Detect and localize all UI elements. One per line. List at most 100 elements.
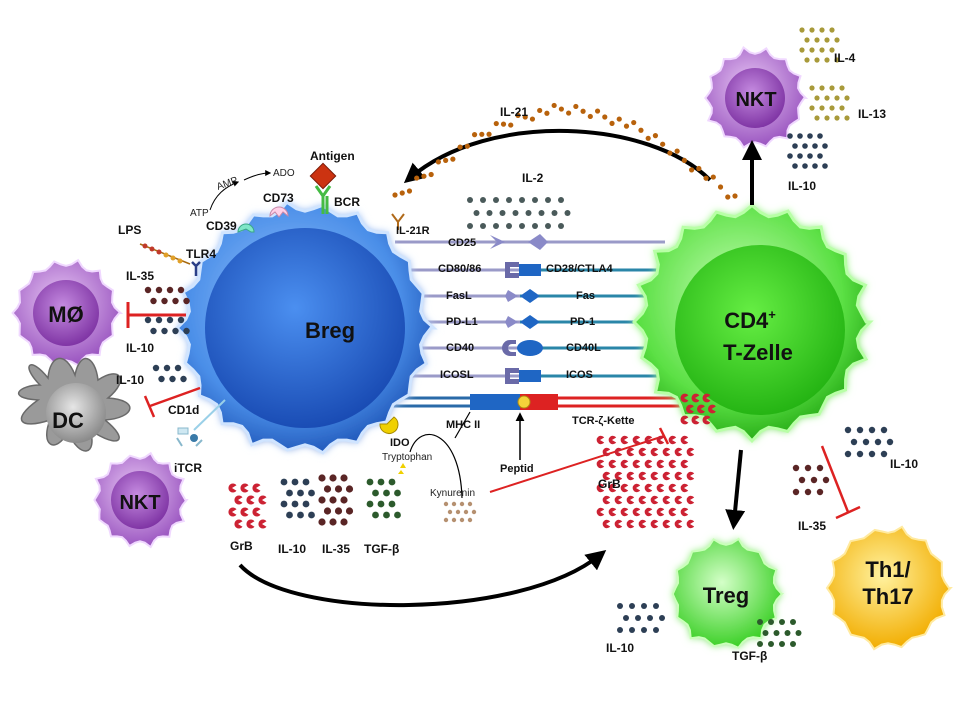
il35-breg-dot-13 bbox=[329, 518, 337, 526]
il10-breg-dot-0 bbox=[280, 478, 288, 486]
il10-th-dot-3 bbox=[880, 426, 888, 434]
il10-th-dot-6 bbox=[874, 438, 882, 446]
il10-nkt-dot-4 bbox=[792, 143, 798, 149]
ado-label: ADO bbox=[273, 168, 295, 179]
il21-return-arrow bbox=[403, 128, 712, 184]
itcr-label: iTCR bbox=[174, 461, 202, 475]
il10-mac-dot-1 bbox=[155, 316, 163, 324]
il2-dot-3 bbox=[506, 197, 512, 203]
grb-breg-dot-4 bbox=[246, 495, 255, 505]
il10-dc-dot-5 bbox=[180, 375, 187, 383]
il10-th-dot-9 bbox=[856, 450, 864, 458]
il21-dot-42 bbox=[696, 165, 702, 172]
grb-t-dot-7 bbox=[680, 435, 689, 445]
grb-t-dot-29 bbox=[662, 471, 671, 481]
grb-t-dot-35 bbox=[632, 483, 641, 493]
il4-dot-15 bbox=[834, 57, 840, 63]
tgfb-treg-dot-6 bbox=[784, 630, 791, 636]
il10-nkt-dot-10 bbox=[807, 153, 813, 159]
il2-dot-1 bbox=[480, 197, 486, 203]
breg-nucleus bbox=[205, 228, 405, 428]
il10-breg-dot-8 bbox=[302, 500, 310, 508]
il4-dot-2 bbox=[819, 27, 825, 33]
bcr-label: BCR bbox=[334, 195, 360, 209]
il35-breg-dot-9 bbox=[323, 507, 332, 515]
grb-breg-dot-5 bbox=[258, 495, 267, 505]
tgfb-breg-dot-10 bbox=[383, 511, 390, 519]
il21-dot-7 bbox=[443, 157, 449, 164]
grb-t-dot-34 bbox=[620, 483, 629, 493]
grb-t-dot-14 bbox=[674, 447, 683, 457]
il2-dot-14 bbox=[551, 210, 558, 216]
il35-mac-dot-4 bbox=[150, 297, 157, 305]
il21r-label: IL-21R bbox=[396, 225, 430, 237]
il21-dot-37 bbox=[660, 141, 666, 147]
grb-t-dot-22 bbox=[668, 459, 677, 469]
il21-dot-10 bbox=[464, 143, 470, 149]
icosl-label: ICOSL bbox=[440, 369, 474, 381]
peptide-icon bbox=[517, 395, 531, 409]
il2-dot-19 bbox=[506, 223, 512, 229]
grb-breg-dot-0 bbox=[228, 483, 237, 493]
grb-t-dot-25 bbox=[614, 471, 623, 481]
il10-th-dot-1 bbox=[856, 426, 864, 434]
il10-dc-dot-0 bbox=[152, 364, 160, 372]
il13-dot-14 bbox=[834, 115, 840, 121]
grb-t-dot-45 bbox=[662, 495, 671, 505]
il10-th-dot-8 bbox=[844, 450, 852, 458]
grb-tcell-edge-dot-4 bbox=[696, 404, 705, 414]
il35-mac-dot-1 bbox=[155, 286, 163, 294]
il10-nkt-dot-14 bbox=[812, 163, 818, 169]
il21-dot-31 bbox=[616, 116, 622, 122]
il10-treg-dot-9 bbox=[629, 627, 635, 633]
il2-dot-17 bbox=[480, 223, 486, 229]
tgfb-treg-dot-8 bbox=[757, 641, 763, 647]
grb-t-dot-10 bbox=[626, 447, 635, 457]
fasl-label: FasL bbox=[446, 290, 472, 302]
kynurenin-dot-9 bbox=[451, 517, 457, 523]
th1-th17-cell: Th1/ Th17 bbox=[825, 525, 953, 651]
il35-mac-dot-0 bbox=[144, 286, 152, 294]
il10-mac-dot-5 bbox=[161, 327, 168, 335]
pd-l1-label: PD-L1 bbox=[446, 316, 478, 328]
il4-dot-1 bbox=[809, 27, 815, 33]
il10-treg-dot-0 bbox=[617, 603, 623, 609]
il13-dot-2 bbox=[829, 85, 835, 91]
tgfb-breg-dot-2 bbox=[388, 478, 396, 486]
grb-breg-dot-3 bbox=[234, 495, 243, 505]
il10-mac-dot-6 bbox=[172, 327, 179, 335]
il4-dot-3 bbox=[829, 27, 835, 33]
grb-t-dot-31 bbox=[686, 471, 695, 481]
grb-t-dot-16 bbox=[596, 459, 605, 469]
kynurenin-inhibition bbox=[489, 435, 665, 493]
il35-th-dot-2 bbox=[816, 464, 824, 472]
tgfb-treg-dot-3 bbox=[790, 619, 796, 625]
tgfb-breg-dot-4 bbox=[383, 489, 390, 497]
amp-label: AMP bbox=[215, 175, 239, 193]
il13-dot-9 bbox=[819, 105, 825, 111]
il21-dot-24 bbox=[566, 110, 572, 116]
kynurenin-dot-3 bbox=[467, 501, 473, 507]
il2-dot-5 bbox=[532, 197, 538, 203]
il35-mac-dot-6 bbox=[172, 297, 179, 305]
tgfb-treg-dot-2 bbox=[779, 619, 785, 625]
pd-1-label: PD-1 bbox=[570, 316, 595, 328]
il10-th-dot-10 bbox=[868, 450, 876, 458]
il10-nkt-dot-3 bbox=[817, 133, 823, 139]
il10-dc-dot-1 bbox=[163, 364, 171, 372]
il21-dot-14 bbox=[493, 120, 499, 127]
il21-dot-33 bbox=[631, 119, 637, 126]
il10-treg-dot-1 bbox=[629, 603, 635, 609]
cytokine-dots bbox=[144, 27, 894, 647]
cd4-t-cell: CD4+ T-Zelle bbox=[632, 203, 874, 444]
fas-label: Fas bbox=[576, 290, 595, 302]
kynurenin-dot-8 bbox=[443, 517, 449, 523]
il35-th-dot-6 bbox=[792, 488, 800, 496]
grb-t-dot-1 bbox=[608, 435, 617, 445]
il2-dot-9 bbox=[486, 210, 493, 216]
grb-t-dot-53 bbox=[656, 507, 665, 517]
grb-t-dot-63 bbox=[686, 519, 695, 529]
il21-dot-19 bbox=[529, 116, 536, 122]
nkt-left-label: NKT bbox=[119, 492, 160, 514]
il10-breg-dot-11 bbox=[308, 511, 315, 519]
